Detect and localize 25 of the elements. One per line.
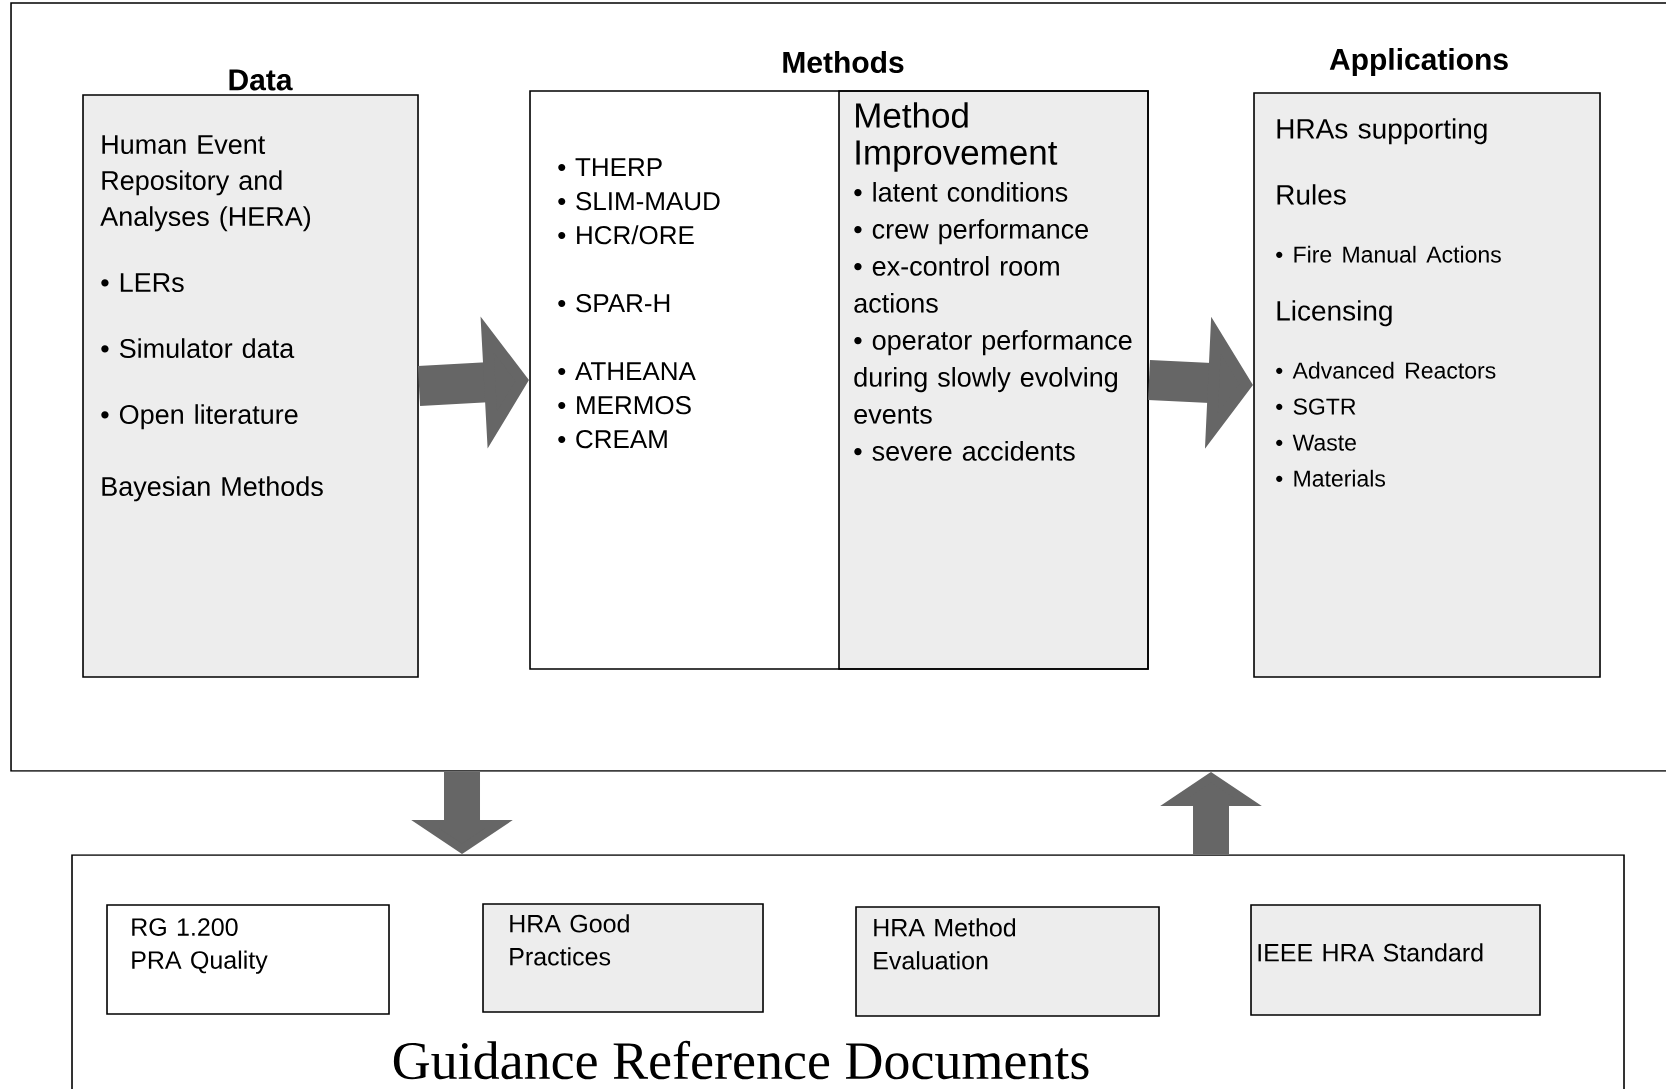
box-heading: Applications [1329, 48, 1508, 76]
node-label: • SGTR [1276, 398, 1356, 415]
method-list: • THERP • SLIM-MAUD • HCR/ORE • SPAR-H • ATHEANA • MERMOS • CREAM [558, 158, 720, 449]
document-box: IEEE HRA Standard [1250, 904, 1541, 1016]
node-label: • Advanced Reactors [1276, 361, 1496, 379]
node-label: HRAs supporting [1277, 118, 1487, 145]
node-label: • Waste [1276, 434, 1356, 451]
node-label: • Open literature [101, 404, 298, 430]
node-label: Bayesian Methods [102, 476, 323, 502]
applications-box: HRAs supporting Rules • Fire Manual Actions Licensing • Advanced Reactors • SGTR • Waste • Materials [1253, 92, 1601, 678]
node-label: • Simulator data [101, 338, 295, 359]
node-label: Licensing [1277, 300, 1392, 327]
box-heading: Data [229, 69, 293, 91]
node-label: • Fire Manual Actions [1276, 245, 1501, 263]
box-heading: Methods [783, 51, 904, 73]
node-label: • Materials [1276, 469, 1386, 487]
document-box: HRA Good Practices [482, 903, 764, 1013]
node-label: • LERs [101, 273, 184, 293]
panel-frame [10, 2, 1666, 772]
improvement-box: Method Improvement • latent conditions • crew performance • ex-control room actions • operator performance during slowly evolving events • severe accidents [838, 90, 1149, 670]
document-box: RG 1.200 PRA Quality [106, 904, 390, 1015]
node-label: Rules [1277, 184, 1346, 205]
document-box: HRA Method Evaluation [855, 906, 1160, 1017]
data-box: Human Event Repository and Analyses (HERA) • LERs • Simulator data • Open literature Bayesian Methods [82, 94, 419, 678]
node-label: Human Event Repository and Analyses (HERA) [100, 135, 311, 232]
